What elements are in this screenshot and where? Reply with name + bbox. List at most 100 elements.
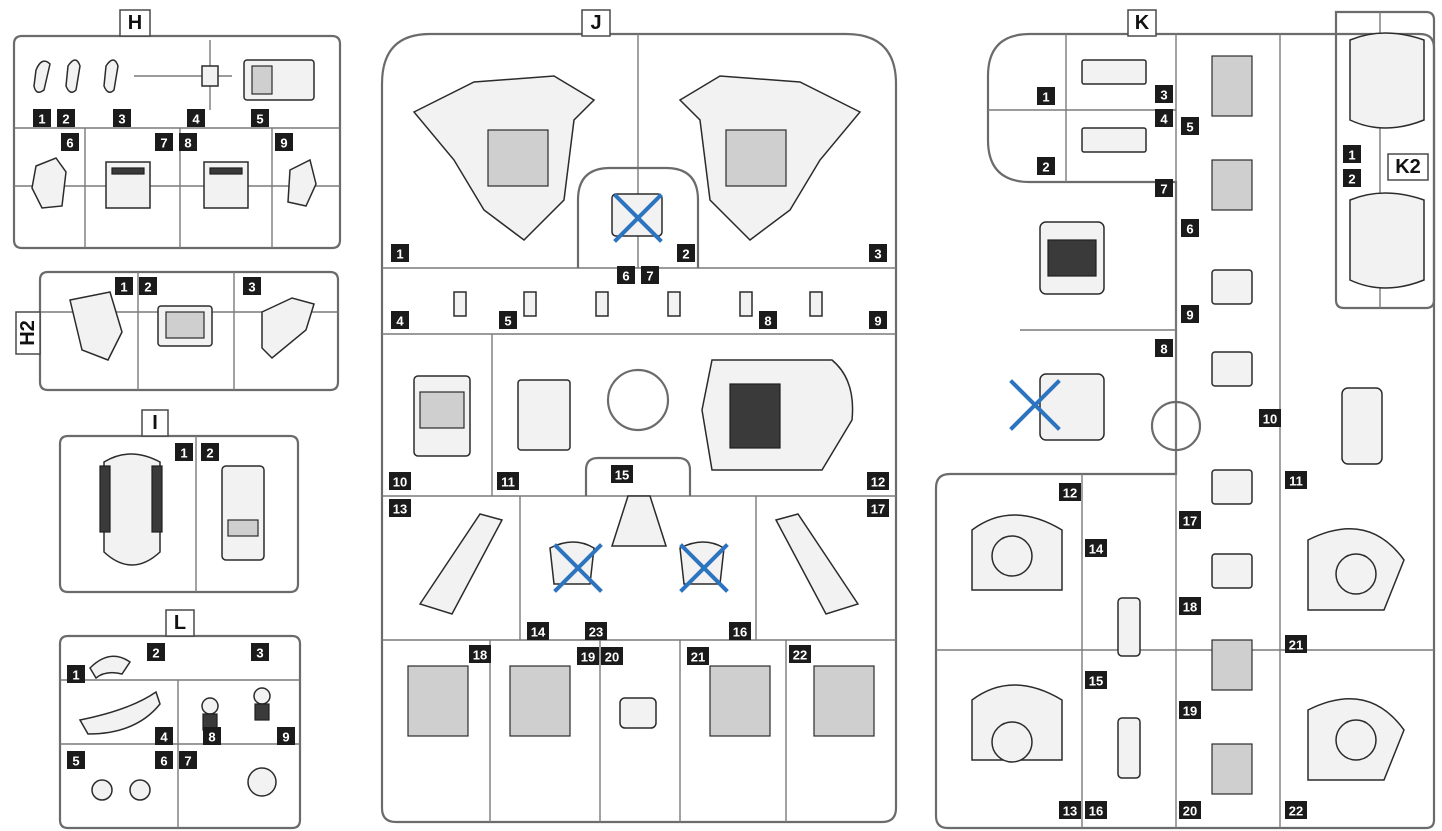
part-label-k-8: 8 — [1155, 339, 1173, 357]
part-label-l-9: 9 — [277, 727, 295, 745]
part-label-j-8: 8 — [759, 311, 777, 329]
svg-text:7: 7 — [184, 754, 191, 769]
svg-text:1: 1 — [72, 668, 79, 683]
sprue-k: K — [934, 9, 1436, 830]
part-label-j-9: 9 — [869, 311, 887, 329]
part-label-l-1: 1 — [67, 665, 85, 683]
svg-text:7: 7 — [646, 269, 653, 284]
part-label-k-4: 4 — [1155, 109, 1173, 127]
svg-text:2: 2 — [152, 646, 159, 661]
part-label-l-5: 5 — [67, 751, 85, 769]
sprue-i: I — [58, 409, 300, 594]
svg-text:13: 13 — [393, 502, 407, 517]
svg-text:9: 9 — [874, 314, 881, 329]
cross-mark-j2 — [613, 193, 663, 243]
part-label-k-21: 21 — [1285, 635, 1307, 653]
sprue-k2: K2 — [1334, 10, 1436, 310]
svg-text:15: 15 — [1089, 674, 1103, 689]
svg-text:2: 2 — [206, 446, 213, 461]
svg-text:2: 2 — [144, 280, 151, 295]
part-label-j-13: 13 — [389, 499, 411, 517]
part-label-j-6: 6 — [617, 266, 635, 284]
part-label-j-21: 21 — [687, 647, 709, 665]
sprue-tag-h2: H2 — [17, 320, 39, 346]
part-label-h2-3: 3 — [243, 277, 261, 295]
svg-text:18: 18 — [473, 648, 487, 663]
svg-text:9: 9 — [1186, 308, 1193, 323]
part-label-k-9: 9 — [1181, 305, 1199, 323]
svg-text:6: 6 — [1186, 222, 1193, 237]
svg-text:4: 4 — [192, 112, 200, 127]
svg-text:11: 11 — [501, 475, 515, 490]
part-label-h-7: 7 — [155, 133, 173, 151]
sprue-h2: H2 — [15, 270, 340, 392]
sprue-j: J — [380, 9, 898, 824]
cross-mark-k8 — [1009, 379, 1061, 431]
part-label-h-4: 4 — [187, 109, 205, 127]
svg-text:21: 21 — [1289, 638, 1303, 653]
cross-mark-j14 — [553, 543, 603, 593]
svg-text:1: 1 — [180, 446, 187, 461]
part-label-k2-1: 1 — [1343, 145, 1361, 163]
svg-text:3: 3 — [1160, 88, 1167, 103]
svg-text:7: 7 — [160, 136, 167, 151]
part-label-j-18: 18 — [469, 645, 491, 663]
part-label-j-3: 3 — [869, 244, 887, 262]
part-label-h-5: 5 — [251, 109, 269, 127]
part-label-h-3: 3 — [113, 109, 131, 127]
svg-text:12: 12 — [1063, 486, 1077, 501]
part-label-k-22: 22 — [1285, 801, 1307, 819]
part-label-h2-2: 2 — [139, 277, 157, 295]
part-label-k2-2: 2 — [1343, 169, 1361, 187]
part-label-k-5: 5 — [1181, 117, 1199, 135]
part-label-l-4: 4 — [155, 727, 173, 745]
part-label-k-16: 16 — [1085, 801, 1107, 819]
part-label-h-2: 2 — [57, 109, 75, 127]
svg-text:13: 13 — [1063, 804, 1077, 819]
svg-text:4: 4 — [1160, 112, 1168, 127]
svg-text:7: 7 — [1160, 182, 1167, 197]
part-label-k-15: 15 — [1085, 671, 1107, 689]
part-label-k-3: 3 — [1155, 85, 1173, 103]
svg-text:3: 3 — [874, 247, 881, 262]
part-label-j-1: 1 — [391, 244, 409, 262]
part-label-j-17: 17 — [867, 499, 889, 517]
svg-text:1: 1 — [38, 112, 45, 127]
svg-text:16: 16 — [1089, 804, 1103, 819]
part-label-j-7: 7 — [641, 266, 659, 284]
svg-text:4: 4 — [160, 730, 168, 745]
part-label-h-6: 6 — [61, 133, 79, 151]
part-label-i-2: 2 — [201, 443, 219, 461]
svg-text:3: 3 — [118, 112, 125, 127]
svg-text:5: 5 — [504, 314, 511, 329]
svg-text:15: 15 — [615, 468, 629, 483]
svg-text:19: 19 — [1183, 704, 1197, 719]
part-label-k-20: 20 — [1179, 801, 1201, 819]
svg-text:18: 18 — [1183, 600, 1197, 615]
part-label-j-5: 5 — [499, 311, 517, 329]
svg-text:16: 16 — [733, 625, 747, 640]
part-label-h-9: 9 — [275, 133, 293, 151]
svg-text:20: 20 — [1183, 804, 1197, 819]
part-label-i-1: 1 — [175, 443, 193, 461]
part-label-k-1: 1 — [1037, 87, 1055, 105]
svg-text:9: 9 — [280, 136, 287, 151]
part-label-l-8: 8 — [203, 727, 221, 745]
svg-text:17: 17 — [871, 502, 885, 517]
part-label-k-17: 17 — [1179, 511, 1201, 529]
svg-text:14: 14 — [531, 625, 546, 640]
sprue-h: H — [12, 9, 342, 250]
svg-text:8: 8 — [208, 730, 215, 745]
svg-text:5: 5 — [72, 754, 79, 769]
part-label-k-7: 7 — [1155, 179, 1173, 197]
svg-text:1: 1 — [120, 280, 127, 295]
part-label-k-18: 18 — [1179, 597, 1201, 615]
svg-text:22: 22 — [793, 648, 807, 663]
sprue-l: L — [58, 609, 302, 830]
sprue-tag-k2: K2 — [1395, 156, 1421, 178]
svg-text:9: 9 — [282, 730, 289, 745]
sprue-tag-k: K — [1135, 12, 1150, 34]
part-label-k-12: 12 — [1059, 483, 1081, 501]
